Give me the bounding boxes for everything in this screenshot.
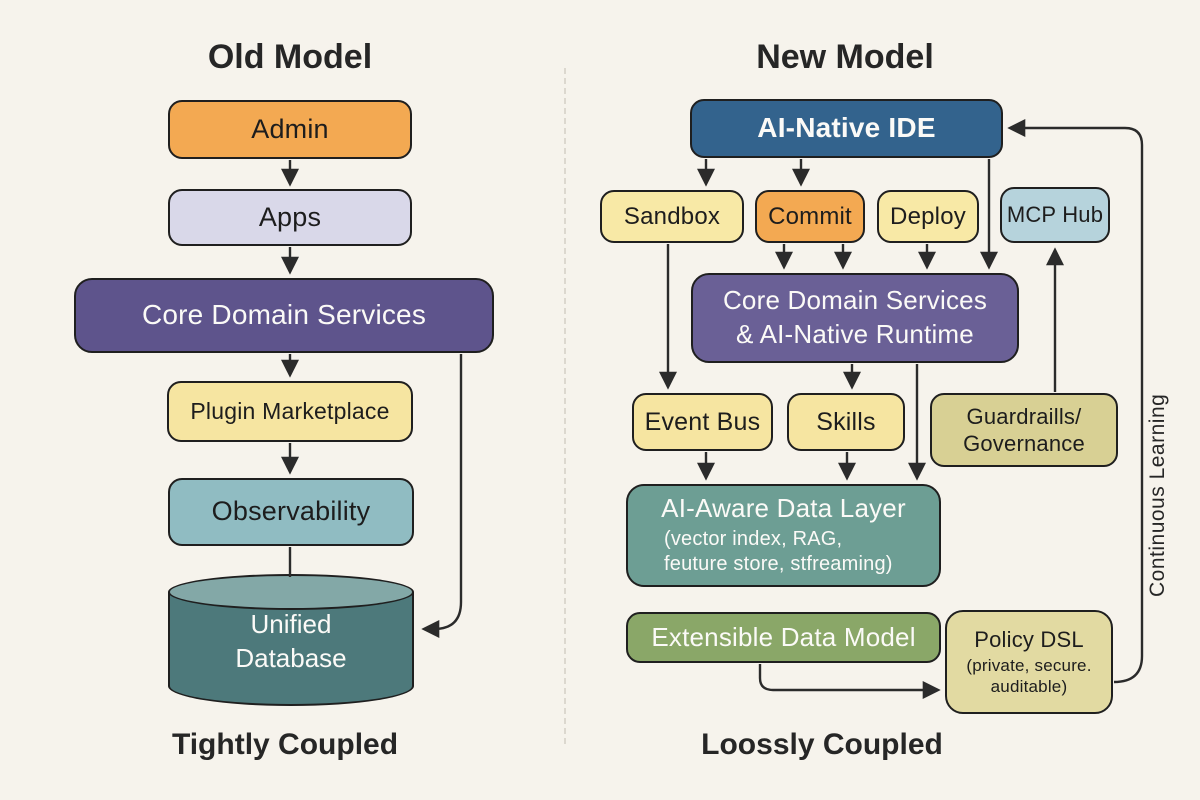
old-model-caption: Tightly Coupled [171, 728, 399, 761]
node-skills: Skills [787, 393, 905, 451]
node-policy-dsl: Policy DSL (private, secure. auditable) [945, 610, 1113, 714]
node-event-bus: Event Bus [632, 393, 773, 451]
guardrails-line1: Guardraills/ [966, 403, 1082, 429]
column-divider [564, 68, 566, 744]
policy-dsl-sub2: auditable) [990, 677, 1068, 697]
node-apps: Apps [168, 189, 412, 246]
core-runtime-line2: & AI-Native Runtime [736, 319, 974, 349]
data-layer-title: AI-Aware Data Layer [661, 492, 906, 523]
continuous-learning-label: Continuous Learning [1146, 393, 1169, 598]
node-sandbox: Sandbox [600, 190, 744, 243]
node-guardrails-governance: Guardraills/ Governance [930, 393, 1118, 467]
node-commit: Commit [755, 190, 865, 243]
database-label-line1: Unified [250, 609, 332, 639]
node-core-domain-services: Core Domain Services [74, 278, 494, 353]
node-unified-database: Unified Database [168, 574, 414, 706]
node-admin: Admin [168, 100, 412, 159]
database-cylinder-body [168, 592, 414, 706]
node-core-domain-services-runtime: Core Domain Services & AI-Native Runtime [691, 273, 1019, 363]
node-observability: Observability [168, 478, 414, 546]
data-layer-sub2: feuture store, stfreaming) [664, 553, 893, 576]
node-deploy: Deploy [877, 190, 979, 243]
policy-dsl-title: Policy DSL [974, 626, 1084, 652]
node-mcp-hub: MCP Hub [1000, 187, 1110, 243]
core-runtime-line1: Core Domain Services [722, 285, 988, 316]
policy-dsl-sub1: (private, secure. [966, 655, 1092, 675]
old-model-title: Old Model [207, 38, 373, 76]
database-label-line2: Database [235, 642, 347, 673]
arrow-edm-to-policy-dsl [758, 664, 941, 699]
arrow-core-to-database-feedback [421, 354, 463, 638]
node-plugin-marketplace: Plugin Marketplace [167, 381, 413, 442]
data-layer-sub1: (vector index, RAG, [664, 528, 843, 551]
node-extensible-data-model: Extensible Data Model [626, 612, 941, 663]
new-model-caption: Loossly Coupled [701, 728, 943, 761]
database-label: Unified Database [168, 608, 414, 676]
node-ai-native-ide: AI-Native IDE [690, 99, 1003, 158]
node-ai-aware-data-layer: AI-Aware Data Layer (vector index, RAG, … [626, 484, 941, 587]
database-cylinder-top [168, 574, 414, 610]
new-model-title: New Model [756, 38, 934, 76]
guardrails-line2: Governance [963, 431, 1085, 456]
